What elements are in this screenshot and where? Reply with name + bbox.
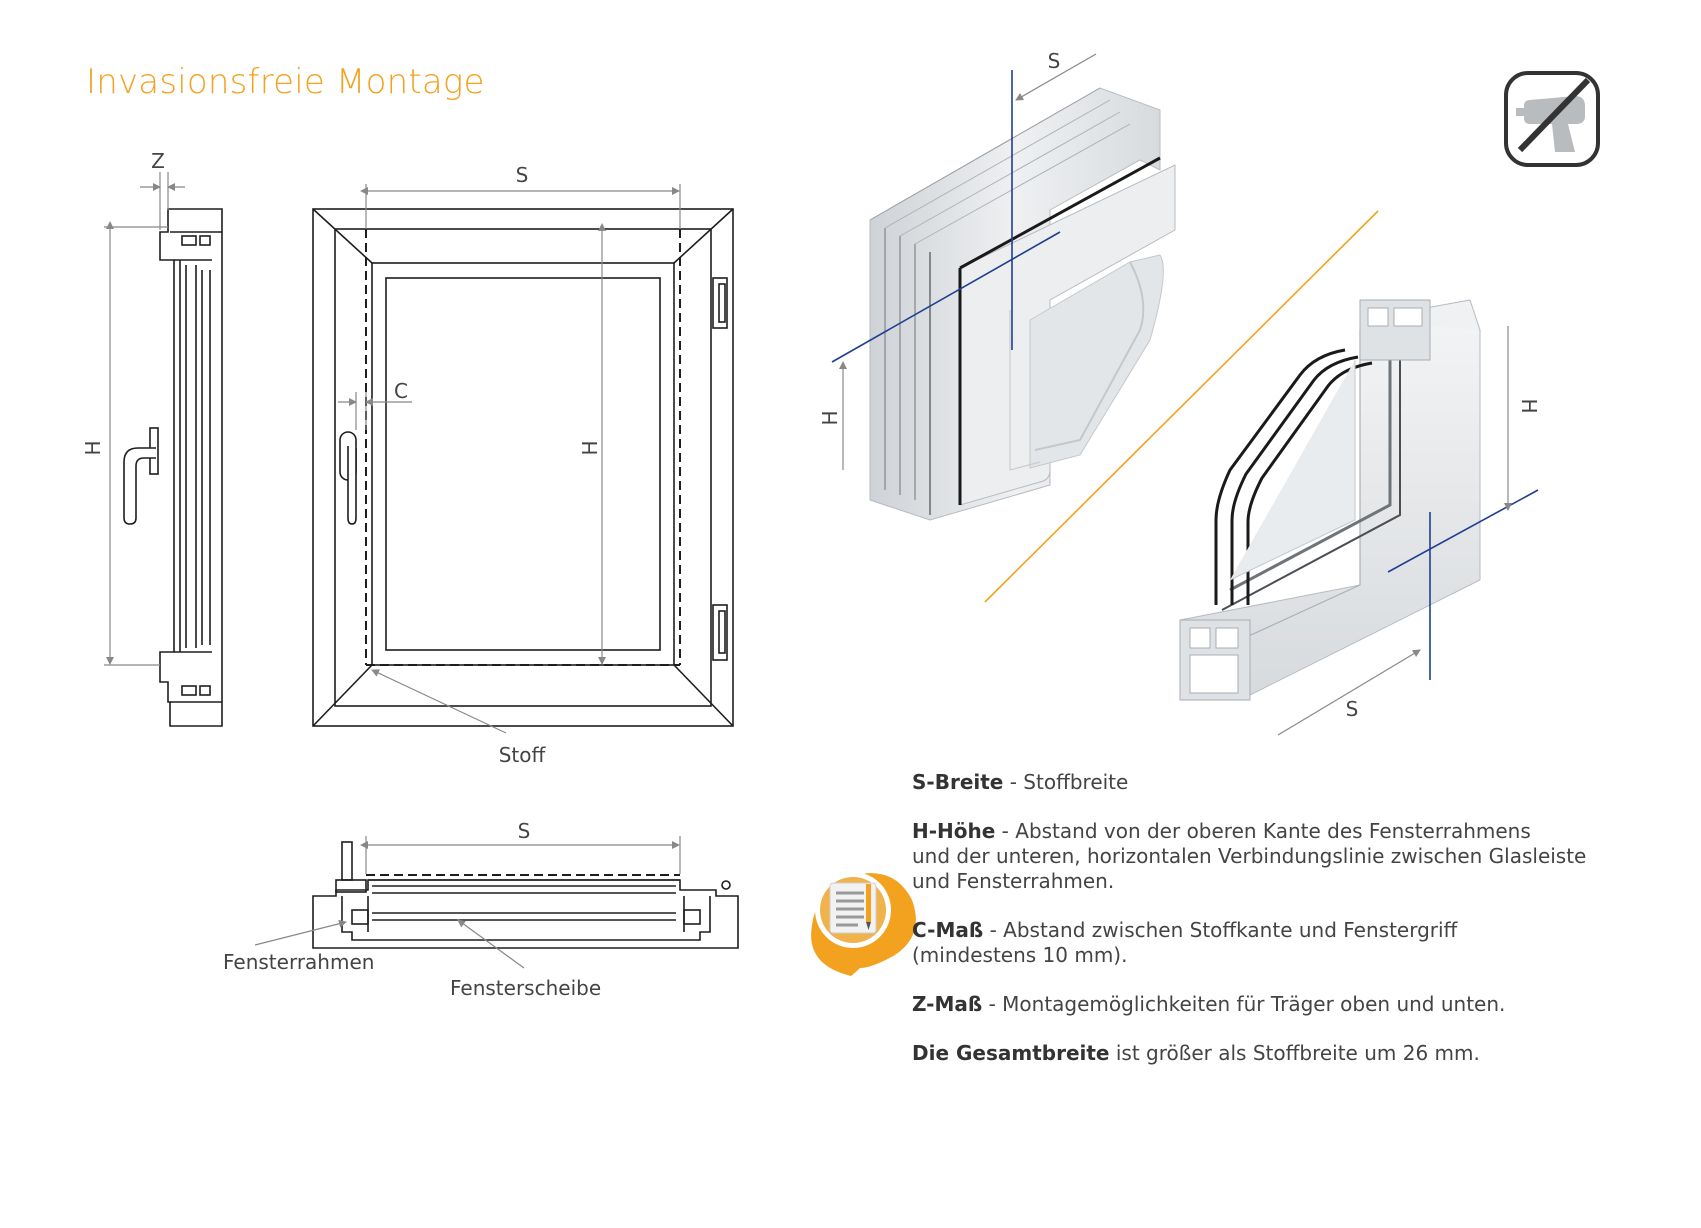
c-dimension [338, 392, 412, 430]
fensterrahmen-leader [254, 919, 347, 946]
s-label-front: S [516, 163, 529, 187]
z-dimension [140, 172, 185, 230]
z-definition: Z-Maß - Montagemöglichkeiten für Träger … [912, 992, 1506, 1016]
h-label-3d-bottom: H [1517, 398, 1541, 413]
c-label: C [394, 379, 408, 403]
section-line-horizontal-bottom [1387, 489, 1539, 573]
divider-line [984, 210, 1379, 603]
drill-crossed-icon [1504, 71, 1600, 167]
s-dimension-3d-bottom [1277, 649, 1421, 736]
z-label: Z [151, 149, 165, 173]
h-dimension-side [104, 221, 168, 666]
h-label-3d-top: H [818, 410, 842, 425]
front-view [312, 208, 734, 727]
h-label-front: H [578, 440, 602, 455]
s-dimension-front [360, 184, 681, 229]
3d-frame-lower [1179, 299, 1481, 701]
page-title: Invasionsfreie Montage [86, 62, 485, 102]
s-label-3d-bottom: S [1346, 697, 1359, 721]
total-width-note: Die Gesamtbreite ist größer als Stoffbre… [912, 1041, 1480, 1065]
s-label-3d-top: S [1048, 49, 1061, 73]
section-view [312, 841, 739, 949]
c-definition: C-Maß - Abstand zwischen Stoffkante und … [912, 918, 1458, 967]
s-definition: S-Breite - Stoffbreite [912, 770, 1129, 794]
stoff-label: Stoff [499, 743, 547, 767]
3d-frame-upper [869, 87, 1176, 521]
h-label-side: H [81, 440, 105, 455]
instruction-sheet-icon [811, 872, 916, 976]
s-dimension-3d-top [1015, 53, 1097, 101]
side-view [123, 208, 223, 727]
h-definition: H-Höhe - Abstand von der oberen Kante de… [912, 819, 1587, 893]
fensterrahmen-label: Fensterrahmen [223, 950, 374, 974]
s-dimension-section [360, 836, 681, 874]
s-label-section: S [518, 819, 531, 843]
fensterscheibe-label: Fensterscheibe [450, 976, 601, 1000]
section-line-horizontal-top [831, 231, 1061, 363]
stoff-leader [371, 669, 507, 734]
fensterscheibe-leader [457, 919, 525, 969]
legend-text: S-Breite - Stoffbreite H-Höhe - Abstand … [912, 770, 1632, 1090]
